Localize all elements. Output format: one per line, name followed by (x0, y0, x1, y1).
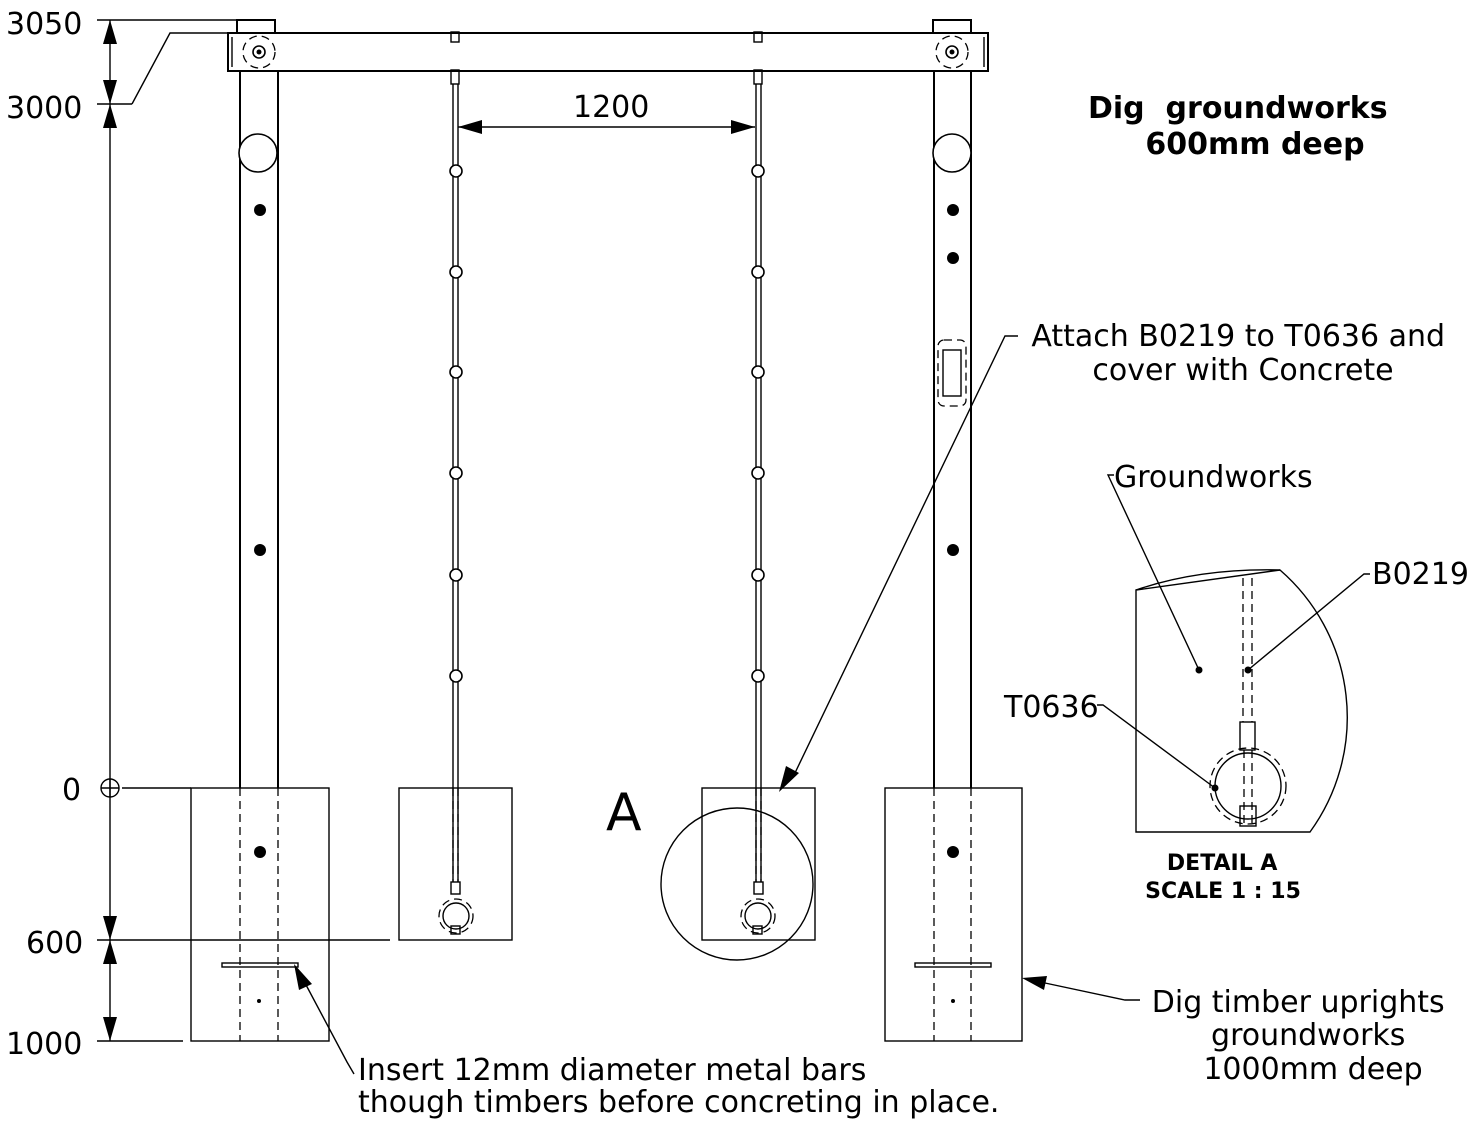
note-dig-timber-line1: Dig timber uprights (1152, 985, 1445, 1020)
note-dig-groundworks: Dig groundworks 600mm deep (1088, 91, 1398, 162)
top-beam (227, 32, 989, 72)
dim-label-3000: 3000 (6, 91, 82, 126)
note-dig-timber: Dig timber uprights groundworks 1000mm d… (1152, 985, 1454, 1087)
attach-leader (779, 335, 1018, 792)
vertical-dimension (97, 19, 390, 1042)
note-dig-timber-line3: 1000mm deep (1203, 1052, 1422, 1087)
right-rope (751, 31, 765, 882)
left-rope (449, 31, 463, 882)
spacing-dimension (458, 120, 755, 134)
note-insert-bars: Insert 12mm diameter metal bars though t… (358, 1053, 999, 1120)
note-attach: Attach B0219 to T0636 and cover with Con… (1031, 319, 1454, 388)
detail-label-groundworks: Groundworks (1114, 460, 1313, 495)
note-attach-line1: Attach B0219 to T0636 and (1031, 319, 1445, 354)
detail-title-line: DETAIL A (1167, 851, 1278, 876)
note-dig-groundworks-line1: Dig groundworks (1088, 91, 1388, 126)
detail-label-b0219: B0219 (1372, 557, 1469, 592)
dim-label-3050: 3050 (6, 7, 82, 42)
left-upright (236, 19, 279, 788)
dim-label-600: 600 (26, 926, 83, 961)
left-post-footing (190, 787, 330, 1042)
dim-label-1000: 1000 (6, 1027, 82, 1062)
left-rope-footing (398, 787, 513, 941)
right-upright (932, 19, 972, 788)
detail-a-circle (660, 807, 814, 961)
dim-label-1200: 1200 (573, 90, 649, 125)
detail-a-view (1097, 474, 1370, 833)
note-attach-line2: cover with Concrete (1092, 353, 1393, 388)
note-insert-bars-line1: Insert 12mm diameter metal bars (358, 1053, 866, 1088)
detail-label-t0636: T0636 (1003, 690, 1099, 725)
insert-bars-leader (294, 964, 355, 1075)
note-dig-groundworks-line2: 600mm deep (1145, 127, 1364, 162)
note-insert-bars-line2: though timbers before concreting in plac… (358, 1085, 999, 1120)
dig-timber-leader (1022, 976, 1140, 1001)
detail-scale-line: SCALE 1 : 15 (1145, 879, 1301, 904)
detail-title: DETAIL A SCALE 1 : 15 (1145, 851, 1301, 904)
note-dig-timber-line2: groundworks (1211, 1018, 1405, 1053)
right-rope-footing (701, 787, 816, 941)
detail-a-marker: A (606, 783, 642, 843)
right-post-footing (884, 787, 1023, 1042)
dim-label-0: 0 (62, 773, 81, 808)
